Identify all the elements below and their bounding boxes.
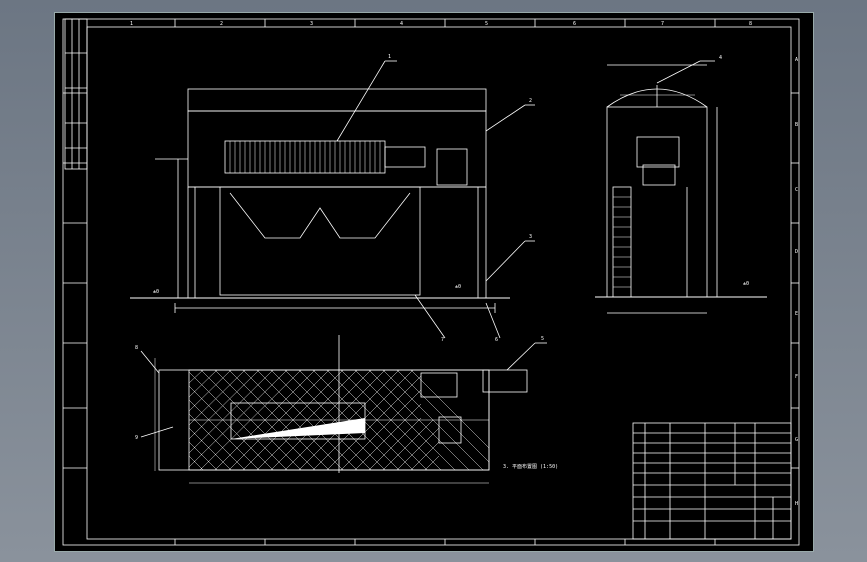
- callout-6: 6: [495, 337, 498, 343]
- side-elevation: [595, 60, 767, 314]
- plan-view: [140, 335, 547, 484]
- front-elevation: [130, 60, 535, 339]
- column-labels: 1 2 3 4 5 6 7 8: [130, 21, 752, 27]
- cad-drawing: A B C D E F G H 1 2 3 4 5 6 7 8 1 2 3 4 …: [62, 18, 800, 546]
- title-block: [632, 422, 792, 540]
- column-label-4: 4: [400, 21, 403, 27]
- column-label-3: 3: [310, 21, 313, 27]
- callout-8: 8: [135, 345, 138, 351]
- callout-1: 1: [388, 54, 391, 60]
- callout-2: 2: [529, 98, 532, 104]
- callouts: 1 2 3 4 5 6 7 8 9: [135, 54, 722, 441]
- callout-5: 5: [541, 336, 544, 342]
- column-ticks: [174, 19, 716, 545]
- column-label-1: 1: [130, 21, 133, 27]
- column-label-2: 2: [220, 21, 223, 27]
- zone-labels: A B C D E F G H: [795, 57, 798, 507]
- zone-label-H: H: [795, 501, 798, 507]
- sheet-border: [62, 18, 800, 546]
- callout-3: 3: [529, 234, 532, 240]
- elev-label-left: ±0: [153, 289, 159, 295]
- zone-label-C: C: [795, 187, 798, 193]
- callout-9: 9: [135, 435, 138, 441]
- zone-label-E: E: [795, 311, 798, 317]
- zone-label-F: F: [795, 374, 798, 380]
- revision-strip: [64, 18, 88, 170]
- zone-label-A: A: [795, 57, 798, 63]
- elev-label-right: ±0: [743, 281, 749, 287]
- plan-caption: 3. 平面布置图 (1:50): [503, 463, 558, 470]
- column-label-7: 7: [661, 21, 664, 27]
- pit-slope: [231, 418, 365, 439]
- column-label-5: 5: [485, 21, 488, 27]
- callout-7: 7: [441, 337, 444, 343]
- hatch: [188, 369, 490, 471]
- zone-label-D: D: [795, 249, 798, 255]
- elev-label-mid: ±0: [455, 284, 461, 290]
- zone-label-G: G: [795, 437, 798, 443]
- column-label-8: 8: [749, 21, 752, 27]
- callout-4: 4: [719, 55, 722, 61]
- zone-label-B: B: [795, 122, 798, 128]
- drawing-frame: [86, 26, 792, 540]
- cad-viewport[interactable]: A B C D E F G H 1 2 3 4 5 6 7 8 1 2 3 4 …: [54, 12, 814, 552]
- row-ticks: [63, 92, 799, 469]
- column-label-6: 6: [573, 21, 576, 27]
